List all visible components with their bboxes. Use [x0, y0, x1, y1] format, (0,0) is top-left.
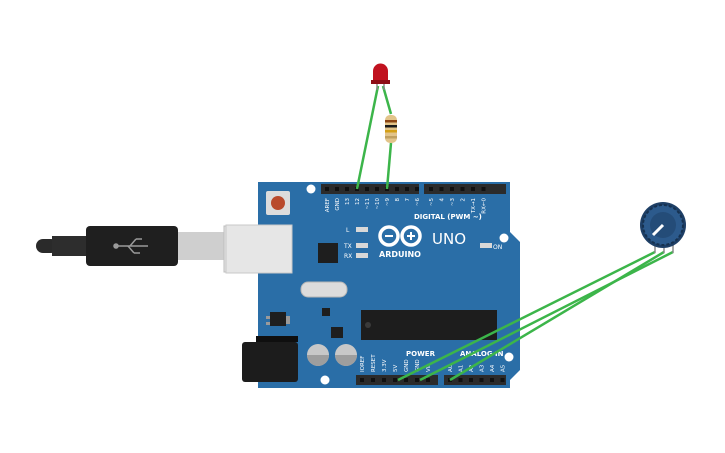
wire-pot-a0[interactable] — [449, 250, 665, 382]
analog-pin-hole[interactable] — [458, 378, 463, 382]
power-pin-label: IOREF — [360, 356, 366, 372]
power-pin-label: GND — [404, 359, 410, 372]
regulator — [270, 312, 286, 326]
reset-button[interactable] — [266, 191, 290, 215]
digital-pin-hole[interactable] — [415, 187, 419, 191]
power-pin-hole[interactable] — [382, 378, 386, 382]
on-label: ON — [493, 244, 502, 251]
digital-header-right — [424, 184, 506, 194]
analog-pin-label: A1 — [459, 365, 465, 372]
wire-pot-gnd[interactable] — [419, 250, 674, 382]
analog-pin-label: A4 — [490, 364, 496, 372]
digital-pin-hole[interactable] — [405, 187, 409, 191]
digital-pin-label: ~6 — [415, 198, 421, 207]
power-jack — [242, 336, 298, 382]
mount-hole — [306, 184, 316, 194]
digital-pin-label: 2 — [461, 198, 467, 202]
model-label: UNO — [432, 230, 466, 248]
power-pin-hole[interactable] — [360, 378, 364, 382]
analog-pin-hole[interactable] — [490, 378, 494, 382]
digital-pin-label: AREF — [325, 198, 331, 212]
on-led — [480, 243, 492, 248]
digital-pin-label: ~9 — [385, 198, 391, 207]
l-led — [356, 227, 368, 232]
digital-pin-label: 13 — [345, 198, 351, 205]
digital-pin-hole[interactable] — [395, 187, 399, 191]
power-label: POWER — [406, 350, 436, 358]
analog-pin-label: A2 — [469, 365, 475, 372]
digital-pin-hole[interactable] — [471, 187, 475, 191]
digital-label: DIGITAL (PWM ~) — [414, 213, 482, 221]
rx-led — [356, 253, 368, 258]
digital-pin-hole[interactable] — [481, 187, 486, 191]
wire-led-gnd[interactable] — [355, 85, 380, 190]
power-pin-label: Vin — [426, 363, 432, 372]
digital-header-left — [321, 184, 419, 194]
analog-pin-hole[interactable] — [500, 378, 505, 382]
analog-pin-label: A3 — [480, 364, 486, 372]
wire-pot-5v[interactable] — [397, 250, 656, 382]
digital-pin-label: 7 — [405, 198, 411, 202]
digital-pin-label: ~10 — [375, 198, 381, 210]
digital-pin-label: 8 — [395, 198, 401, 202]
rx-label: RX — [344, 253, 352, 260]
mount-hole — [320, 375, 330, 385]
power-pin-label: RESET — [371, 354, 377, 372]
arduino-logo-icon — [378, 225, 422, 247]
digital-pin-hole[interactable] — [439, 187, 444, 191]
power-pin-hole[interactable] — [393, 378, 397, 382]
wire-led-resistor[interactable] — [381, 85, 393, 115]
atmega-chip — [361, 310, 497, 340]
analog-pin-label: A0 — [448, 364, 454, 372]
digital-pin-hole[interactable] — [450, 187, 454, 191]
crystal — [300, 281, 348, 298]
power-pin-label: 5V — [393, 365, 399, 372]
analog-header — [444, 375, 506, 385]
usb-chip — [318, 243, 338, 263]
power-pin-hole[interactable] — [426, 378, 430, 382]
l-label: L — [346, 227, 350, 234]
tx-label: TX — [343, 243, 352, 250]
usb-icon — [113, 238, 148, 254]
mount-hole — [504, 352, 514, 362]
digital-pin-label: ~5 — [429, 198, 435, 207]
analog-pin-hole[interactable] — [479, 378, 484, 382]
tx-led — [356, 243, 368, 248]
digital-pin-label: GND — [335, 198, 341, 211]
digital-pin-hole[interactable] — [375, 187, 379, 191]
digital-pin-hole[interactable] — [365, 187, 369, 191]
capacitor — [335, 344, 357, 366]
power-pin-label: 3.3V — [382, 359, 388, 372]
power-pin-hole[interactable] — [371, 378, 375, 382]
digital-pin-label: 12 — [355, 198, 361, 205]
capacitor — [307, 344, 329, 366]
smd-chip — [331, 327, 343, 338]
digital-pin-label: RX←0 — [482, 198, 488, 214]
digital-pin-hole[interactable] — [429, 187, 433, 191]
analog-label: ANALOG IN — [460, 350, 504, 358]
potentiometer[interactable] — [640, 202, 686, 253]
digital-pin-hole[interactable] — [460, 187, 465, 191]
digital-pin-label: ~3 — [450, 198, 456, 207]
brand-label: ARDUINO — [379, 250, 421, 259]
analog-pin-hole[interactable] — [469, 378, 473, 382]
usb-port — [225, 224, 293, 274]
digital-pin-hole[interactable] — [345, 187, 349, 191]
arduino-board[interactable]: L TX RX ON ARDUINO UNO DIGITAL (PWM ~) P… — [225, 182, 520, 388]
mount-hole — [499, 233, 509, 243]
power-pin-hole[interactable] — [415, 378, 419, 382]
wires — [355, 85, 674, 382]
wire-resistor-pin11[interactable] — [385, 142, 393, 190]
power-pin-label: GND — [415, 359, 421, 372]
red-led[interactable] — [371, 63, 390, 90]
analog-pin-label: A5 — [501, 364, 507, 372]
digital-pin-hole[interactable] — [335, 187, 339, 191]
power-pin-hole[interactable] — [404, 378, 408, 382]
digital-pin-label: ~11 — [365, 198, 371, 210]
digital-pin-hole[interactable] — [325, 187, 329, 191]
resistor[interactable] — [385, 115, 397, 143]
digital-pin-label: TX→1 — [471, 198, 477, 214]
digital-pin-label: 4 — [440, 198, 446, 202]
